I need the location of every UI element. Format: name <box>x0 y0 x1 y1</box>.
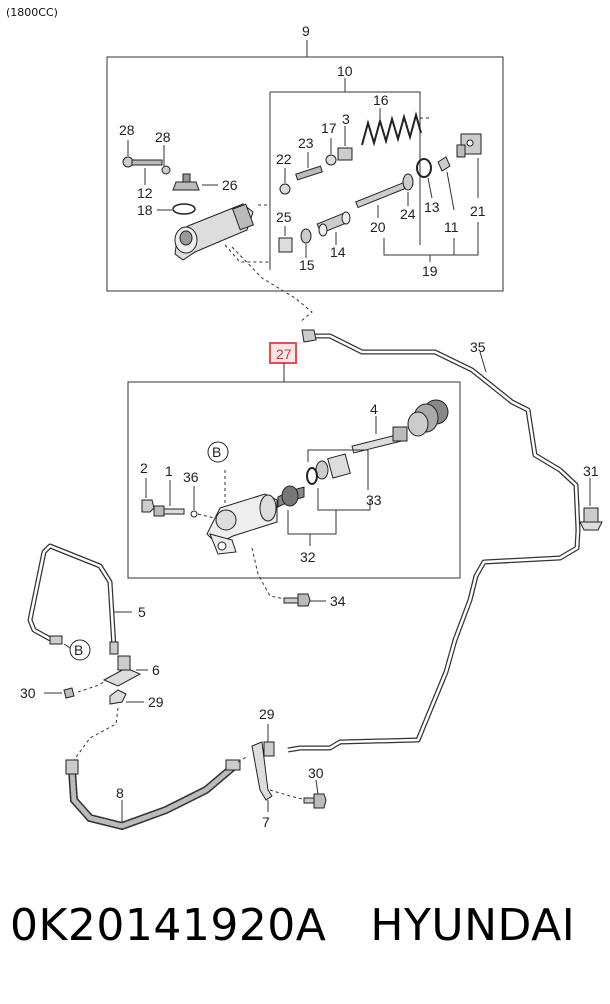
cap-2 <box>141 499 155 513</box>
part-number: 0K20141920A <box>10 900 327 951</box>
reference-b-upper-label: B <box>212 444 221 460</box>
callout-25: 25 <box>276 209 292 225</box>
piston-14 <box>316 211 351 237</box>
hose-8 <box>65 759 241 831</box>
part-25 <box>278 237 293 253</box>
callout-28b: 28 <box>155 129 171 145</box>
callout-33: 33 <box>366 492 382 508</box>
reservoir-cap-26 <box>172 181 200 191</box>
nut-24 <box>402 173 414 191</box>
callout-17: 17 <box>321 120 337 136</box>
spring-16 <box>361 108 422 147</box>
callout-31: 31 <box>583 463 599 479</box>
callout-23: 23 <box>298 135 314 151</box>
callout-34: 34 <box>330 593 346 609</box>
callout-27-highlight <box>269 342 297 364</box>
clip-31 <box>579 507 603 531</box>
callout-3: 3 <box>342 111 350 127</box>
bracket-6 <box>102 655 142 687</box>
release-cylinder-box <box>127 381 461 579</box>
push-rod-20 <box>355 181 407 209</box>
callout-7: 7 <box>262 814 270 830</box>
bolt-30b <box>303 793 327 809</box>
callout-4: 4 <box>370 401 378 417</box>
callout-26: 26 <box>222 177 238 193</box>
bolt-30a <box>63 687 75 699</box>
rod-4 <box>351 426 408 454</box>
callout-27: 27 <box>276 346 292 362</box>
part-pin <box>131 159 163 166</box>
callout-12: 12 <box>137 185 153 201</box>
callout-18: 18 <box>137 202 153 218</box>
callout-6: 6 <box>152 662 160 678</box>
master-cylinder-box <box>106 56 504 292</box>
reference-b-upper <box>207 441 229 463</box>
callout-15: 15 <box>299 257 315 273</box>
callout-19: 19 <box>422 263 438 279</box>
part-3 <box>337 147 353 161</box>
callout-5: 5 <box>138 604 146 620</box>
callout-21: 21 <box>470 203 486 219</box>
callout-2: 2 <box>140 460 148 476</box>
nut-11 <box>437 156 451 172</box>
callout-29a: 29 <box>148 694 164 710</box>
callout-20: 20 <box>370 219 386 235</box>
part-22 <box>279 183 291 195</box>
callout-8: 8 <box>116 785 124 801</box>
clevis-21 <box>456 133 482 158</box>
engine-variant-label: (1800CC) <box>6 6 58 19</box>
seal-32 <box>277 485 305 508</box>
clip-29a <box>109 689 127 705</box>
callout-14: 14 <box>330 244 346 260</box>
callout-11: 11 <box>444 219 459 235</box>
callout-10: 10 <box>337 63 353 79</box>
part-15 <box>300 228 312 244</box>
clutch-pipe-35 <box>287 329 581 753</box>
brand-name: HYUNDAI <box>370 900 576 951</box>
clutch-hydraulic-diagram: 9 10 16 3 17 23 22 28 28 12 18 26 <box>20 23 603 831</box>
callout-16: 16 <box>373 92 389 108</box>
dust-boot <box>407 399 449 437</box>
callout-28a: 28 <box>119 122 135 138</box>
callout-22: 22 <box>276 151 292 167</box>
callout-29b: 29 <box>259 706 275 722</box>
part-17 <box>325 154 337 166</box>
callout-9: 9 <box>302 23 310 39</box>
part-footer: 0K20141920A HYUNDAI <box>10 900 605 980</box>
callout-30b: 30 <box>308 765 324 781</box>
piston-assembly-33 <box>306 453 351 485</box>
reference-b-lower <box>69 639 91 661</box>
bracket-7 <box>251 741 275 801</box>
ball-36 <box>190 510 198 518</box>
master-cylinder-body <box>174 203 254 261</box>
reference-b-lower-label: B <box>74 642 83 658</box>
callout-13: 13 <box>424 199 440 215</box>
callout-35: 35 <box>470 339 486 355</box>
callout-36: 36 <box>183 469 199 485</box>
callout-24: 24 <box>400 206 416 222</box>
o-ring-18 <box>172 203 196 215</box>
callout-1: 1 <box>165 463 173 479</box>
callout-30a: 30 <box>20 685 36 701</box>
release-cylinder-body <box>206 493 278 555</box>
bleeder-screw-1 <box>153 505 185 517</box>
pipe-5 <box>27 543 119 655</box>
bolt-34 <box>283 593 311 607</box>
callout-32: 32 <box>300 549 316 565</box>
part-23 <box>295 165 323 181</box>
boot-13 <box>416 158 432 178</box>
